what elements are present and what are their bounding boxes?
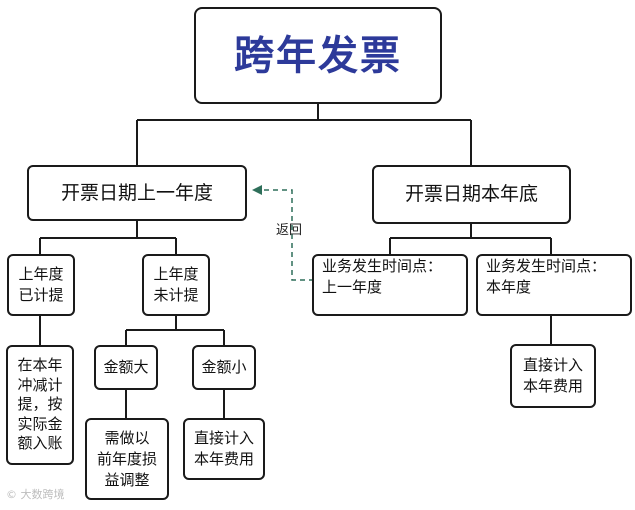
current-year-action-box: 直接计入 本年费用 bbox=[510, 344, 596, 408]
small-amount-action-box: 直接计入 本年费用 bbox=[183, 418, 265, 480]
large-amount-action-box: 需做以 前年度损 益调整 bbox=[85, 418, 169, 500]
accrued-box: 上年度 已计提 bbox=[7, 254, 75, 316]
left-branch-box: 开票日期上一年度 bbox=[27, 165, 247, 221]
not-accrued-label-1: 上年度 bbox=[153, 265, 199, 283]
return-arrow-line bbox=[258, 189, 314, 281]
connector-not-accrued bbox=[125, 316, 225, 345]
watermark: © 大数跨境 bbox=[6, 488, 65, 501]
current-year-label-1: 业务发生时间点： bbox=[486, 257, 607, 275]
previous-year-box: 业务发生时间点： 上一年度 bbox=[312, 254, 468, 316]
connector-left bbox=[39, 221, 177, 254]
previous-year-label-2: 上一年度 bbox=[322, 278, 383, 296]
large-amount-box: 金额大 bbox=[94, 345, 158, 390]
accrued-action-line: 额入账 bbox=[17, 434, 63, 453]
accrued-label-2: 已计提 bbox=[18, 286, 64, 304]
root-title: 跨年发票 bbox=[234, 32, 402, 79]
previous-year-label-1: 业务发生时间点： bbox=[322, 257, 443, 275]
small-amount-label: 金额小 bbox=[201, 358, 247, 376]
accrued-action-line: 冲减计 bbox=[17, 375, 63, 394]
right-branch-box: 开票日期本年底 bbox=[372, 165, 571, 224]
connector-right bbox=[389, 224, 552, 254]
accrued-label-1: 上年度 bbox=[18, 265, 64, 283]
current-year-box: 业务发生时间点： 本年度 bbox=[476, 254, 632, 316]
not-accrued-box: 上年度 未计提 bbox=[142, 254, 210, 316]
current-action-line: 直接计入 bbox=[522, 356, 583, 374]
large-action-line: 前年度损 bbox=[96, 449, 157, 468]
accrued-action-box: 在本年 冲减计 提，按 实际金 额入账 bbox=[6, 345, 74, 465]
large-action-line: 益调整 bbox=[104, 470, 150, 489]
accrued-action-line: 提，按 bbox=[17, 395, 63, 414]
current-action-line: 本年费用 bbox=[522, 377, 583, 395]
accrued-action-line: 在本年 bbox=[17, 356, 63, 375]
not-accrued-label-2: 未计提 bbox=[153, 286, 199, 304]
accrued-action-line: 实际金 bbox=[17, 414, 63, 433]
return-label: 返回 bbox=[276, 223, 303, 238]
large-amount-label: 金额大 bbox=[103, 358, 149, 376]
large-action-line: 需做以 bbox=[104, 428, 150, 447]
small-action-line: 本年费用 bbox=[193, 450, 254, 468]
root-title-box: 跨年发票 bbox=[194, 7, 442, 104]
right-branch-label: 开票日期本年底 bbox=[404, 183, 538, 206]
small-action-line: 直接计入 bbox=[193, 429, 254, 447]
current-year-label-2: 本年度 bbox=[486, 278, 532, 296]
connector-title bbox=[136, 104, 472, 165]
small-amount-box: 金额小 bbox=[192, 345, 256, 390]
left-branch-label: 开票日期上一年度 bbox=[60, 181, 213, 204]
return-arrowhead bbox=[252, 185, 262, 195]
